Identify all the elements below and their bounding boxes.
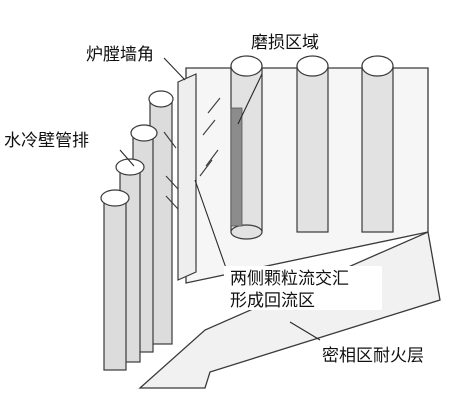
convergence-label-bg <box>224 266 382 310</box>
flow-arrow-2 <box>202 119 216 136</box>
label-furnace-corner: 炉膛墙角 <box>86 45 154 65</box>
flow-arrow-7 <box>165 195 179 210</box>
flow-arrow-4 <box>199 159 213 177</box>
flow-arrow-3 <box>205 149 219 167</box>
leader-refractory <box>289 321 321 341</box>
label-convergence-line2: 形成回流区 <box>230 291 315 311</box>
back-wall-tube-3 <box>361 55 394 233</box>
wear-zone-strip <box>230 107 243 227</box>
side-wall-tube-4 <box>100 189 130 371</box>
label-wear-zone: 磨损区域 <box>251 33 319 53</box>
leader-wear-zone <box>237 73 263 125</box>
label-water-wall-tubes: 水冷壁管排 <box>4 131 89 151</box>
back-wall-tube-2 <box>296 55 329 233</box>
label-convergence-line1: 两侧颗粒流交汇 <box>230 269 349 289</box>
leader-furnace-corner <box>163 57 186 81</box>
corner-post <box>177 73 197 281</box>
leader-convergence <box>194 179 227 269</box>
flow-arrow-6 <box>165 175 179 190</box>
flow-arrow-1 <box>207 97 221 114</box>
label-refractory-layer: 密相区耐火层 <box>322 346 424 366</box>
leader-water-tubes <box>119 149 135 167</box>
flow-arrow-5 <box>163 131 177 149</box>
